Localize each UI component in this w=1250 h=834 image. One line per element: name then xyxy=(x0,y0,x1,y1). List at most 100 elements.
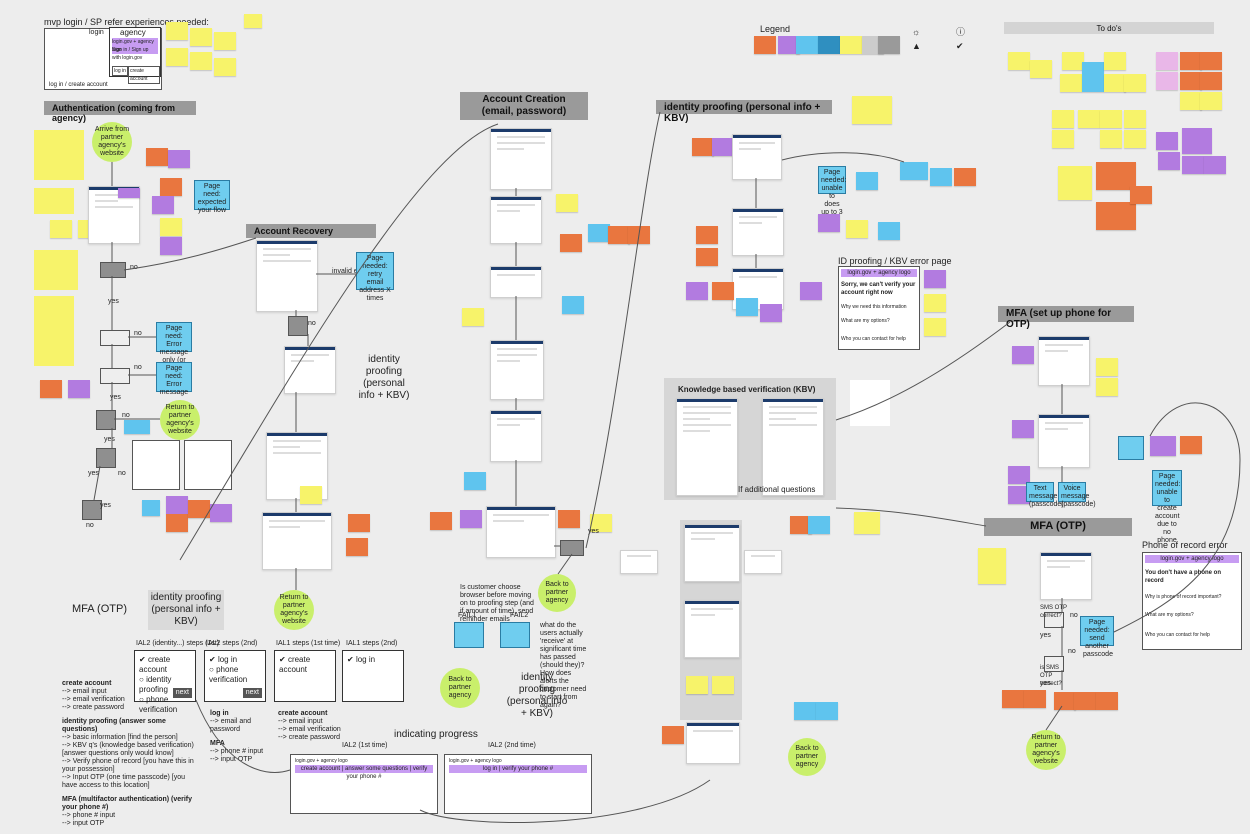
legend-swatch xyxy=(754,36,776,54)
screen-mock xyxy=(284,346,336,394)
note-line: --> email input xyxy=(62,688,107,695)
mfa2-title: MFA xyxy=(210,740,225,747)
id-error-why: Why we need this information xyxy=(841,304,907,310)
step-box-4: ✔ log in xyxy=(342,650,404,702)
page-needed-send: Page needed: send another passcode xyxy=(1080,616,1114,658)
screen-mock xyxy=(1040,552,1092,600)
sticky-note xyxy=(214,32,236,50)
back-partner-node-2: Back to partner agency xyxy=(440,668,480,708)
identity-proofing-header: identity proofing (personal info + KBV) xyxy=(656,100,832,124)
sticky-note xyxy=(1100,130,1122,148)
flow-no-label: no xyxy=(86,522,94,529)
agency-prompt: Sign in / Sign up with login.gov xyxy=(112,47,149,61)
screen-mock xyxy=(132,440,180,490)
id-error-logo: login.gov + agency logo xyxy=(841,269,917,277)
progress-bar-1: create account | answer some questions |… xyxy=(295,765,433,780)
note-card xyxy=(850,380,890,426)
decision-square xyxy=(288,316,308,336)
sticky-note xyxy=(1200,72,1222,90)
sticky-note xyxy=(460,510,482,528)
sticky-note xyxy=(1060,74,1082,92)
sticky-note xyxy=(430,512,452,530)
sticky-note xyxy=(346,538,368,556)
phone-error-who: Who you can contact for help xyxy=(1145,632,1210,638)
sticky-note xyxy=(930,168,952,186)
mfa-title: MFA (multifactor authentication) (verify… xyxy=(62,796,193,811)
sticky-note xyxy=(1156,52,1178,70)
flow-no-label: no xyxy=(118,470,126,477)
sticky-note xyxy=(954,168,976,186)
flow-no-label: no xyxy=(134,364,142,371)
sticky-note xyxy=(166,514,188,532)
account-creation-header: Account Creation (email, password) xyxy=(460,92,588,120)
sticky-note xyxy=(818,214,840,232)
identity-proofing-label: identity proofing (personal info + KBV) xyxy=(506,672,568,719)
page-needed-retry: Page needed: retry email address X times xyxy=(356,252,394,302)
note-line: --> Input OTP (one time passcode) [you h… xyxy=(62,774,186,789)
sticky-note-long xyxy=(34,250,78,290)
screen-mock xyxy=(1038,336,1090,386)
create-account-button[interactable]: create account xyxy=(128,66,160,84)
sticky-note xyxy=(924,294,946,312)
sticky-note xyxy=(608,226,630,244)
sticky-note xyxy=(558,510,580,528)
sticky-note xyxy=(556,194,578,212)
sticky-note xyxy=(560,234,582,252)
sticky-note xyxy=(924,318,946,336)
back-partner-node-3: Back to partner agency xyxy=(788,738,826,776)
kbv-header: Knowledge based verification (KBV) xyxy=(678,385,816,394)
step-label-ial2-second: IAL2 steps (2nd) xyxy=(206,640,258,647)
flow-no-label: no xyxy=(1070,612,1078,619)
sticky-note xyxy=(1096,202,1136,230)
mfa-setup-header: MFA (set up phone for OTP) xyxy=(998,306,1134,330)
note-line: --> create password xyxy=(278,734,341,741)
sticky-note xyxy=(168,150,190,168)
agency-label: agency xyxy=(120,28,146,37)
screen-mock xyxy=(676,398,738,496)
sticky-note xyxy=(1104,74,1126,92)
sticky-note xyxy=(464,472,486,490)
is-sms-label: is SMS OTP correct? xyxy=(1040,665,1062,687)
next-button[interactable]: next xyxy=(172,688,192,698)
sticky-note xyxy=(142,500,160,516)
sticky-note xyxy=(1158,152,1180,170)
sticky-note xyxy=(462,308,484,326)
sticky-note xyxy=(50,220,72,238)
sticky-note xyxy=(900,162,928,180)
screen-mock xyxy=(490,340,544,400)
note-line: --> email verification xyxy=(62,696,125,703)
screen-mock xyxy=(490,266,542,298)
sticky-note xyxy=(878,222,900,240)
ial2-first-label: IAL2 (1st time) xyxy=(342,742,388,749)
login-notes: log in --> email and password MFA --> ph… xyxy=(210,710,280,764)
sticky-note xyxy=(696,248,718,266)
warning-icon: ▲ xyxy=(912,41,921,51)
sticky-note xyxy=(978,548,1006,584)
decision-square xyxy=(1044,612,1064,628)
sticky-note xyxy=(146,148,168,166)
sticky-note xyxy=(118,188,140,198)
screen-mock xyxy=(490,128,552,190)
agency-link[interactable]: login.gov + agency logo xyxy=(112,38,158,54)
sticky-note xyxy=(854,512,880,534)
sticky-note xyxy=(662,726,684,744)
sticky-note xyxy=(1024,690,1046,708)
next-button[interactable]: next xyxy=(242,688,262,698)
return-partner-node-2: Return to partner agency's website xyxy=(274,590,314,630)
create-account-notes: create account --> email input --> email… xyxy=(62,680,202,828)
note-line: --> email input xyxy=(278,718,323,725)
flow-no-label: no xyxy=(134,330,142,337)
return-partner-node: Return to partner agency's website xyxy=(160,400,200,440)
todos-header: To do's xyxy=(1004,22,1214,34)
ial2-second-label: IAL2 (2nd time) xyxy=(488,742,536,749)
sticky-note xyxy=(1180,436,1202,454)
sticky-note xyxy=(1200,92,1222,110)
id-error-heading: Sorry, we can't verify your account righ… xyxy=(841,282,916,296)
step-item: ✔ log in xyxy=(209,655,238,664)
login-button[interactable]: log in xyxy=(112,66,128,76)
sms-otp-label: SMS OTP correct? xyxy=(1040,605,1067,619)
progress-bar-2: log in | verify your phone # xyxy=(449,765,587,773)
screen-mock xyxy=(490,410,542,462)
id-error-what: What are my options? xyxy=(841,318,890,324)
